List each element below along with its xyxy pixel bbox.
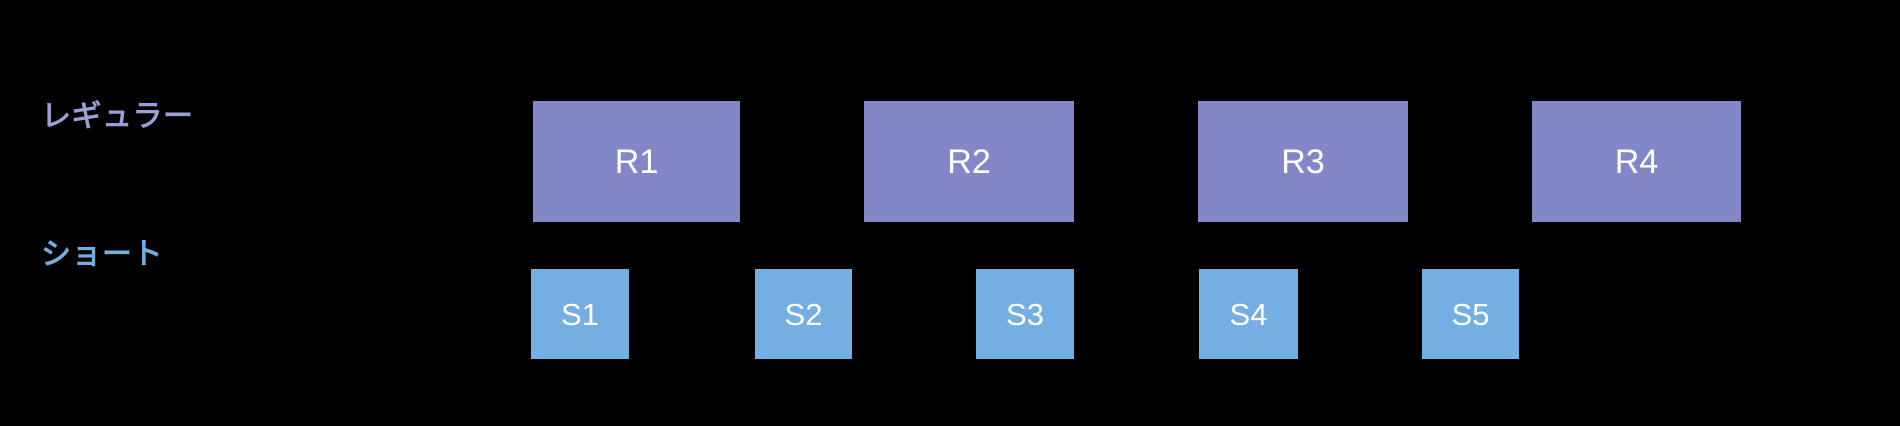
task-bar-label: R3 — [1281, 142, 1325, 181]
task-bar-r3[interactable]: R3 — [1198, 101, 1408, 222]
row-label-short: ショート — [41, 238, 163, 271]
task-bar-label: S1 — [561, 296, 599, 332]
task-bar-label: R1 — [614, 142, 659, 181]
row-label-regular: レギュラー — [41, 100, 194, 133]
task-bar-s3[interactable]: S3 — [976, 269, 1074, 359]
task-bar-s2[interactable]: S2 — [755, 269, 852, 359]
task-bar-label: R2 — [947, 142, 991, 181]
task-bar-r4[interactable]: R4 — [1532, 101, 1741, 222]
task-bar-r1[interactable]: R1 — [533, 101, 740, 222]
task-bar-label: R4 — [1614, 142, 1659, 181]
task-bar-label: S3 — [1006, 296, 1044, 332]
task-bar-s1[interactable]: S1 — [531, 269, 629, 359]
task-bar-label: S2 — [784, 296, 823, 332]
task-bar-s4[interactable]: S4 — [1199, 269, 1298, 359]
task-bar-label: S5 — [1451, 296, 1490, 332]
task-bar-s5[interactable]: S5 — [1422, 269, 1519, 359]
task-bar-r2[interactable]: R2 — [864, 101, 1074, 222]
task-bar-label: S4 — [1229, 296, 1268, 332]
